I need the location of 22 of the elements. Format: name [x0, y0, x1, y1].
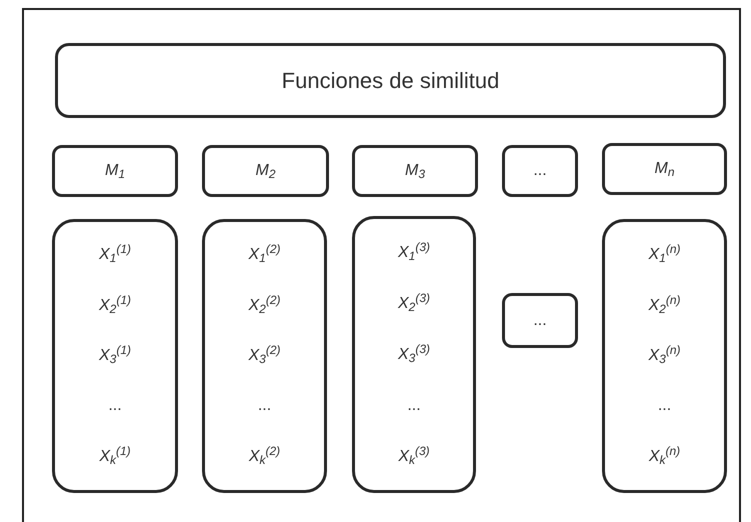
variable-label: ... [658, 396, 672, 416]
variable-list-box [602, 219, 727, 493]
box-label: M$_{3}$ [404, 161, 425, 181]
variable-label: ... [407, 396, 421, 416]
box-label: M$_{2}$ [255, 161, 276, 181]
ellipsis-box [502, 145, 578, 197]
box-label: M$_{1}$ [104, 161, 125, 181]
variable-label: ... [258, 396, 272, 416]
model-box [202, 145, 329, 197]
box-label: Funciones de similitud [282, 66, 500, 94]
box-label: M$_{n}$ [654, 159, 674, 179]
model-box [352, 145, 478, 197]
variable-list-box [52, 219, 178, 493]
variable-list-box [202, 219, 327, 493]
box-label: ... [533, 161, 547, 181]
model-box [52, 145, 178, 197]
model-box [602, 143, 727, 195]
ellipsis-box [502, 293, 578, 348]
variable-label: ... [108, 396, 122, 416]
title-box [55, 43, 726, 118]
variable-list-box [352, 216, 476, 493]
box-label: ... [533, 310, 547, 330]
